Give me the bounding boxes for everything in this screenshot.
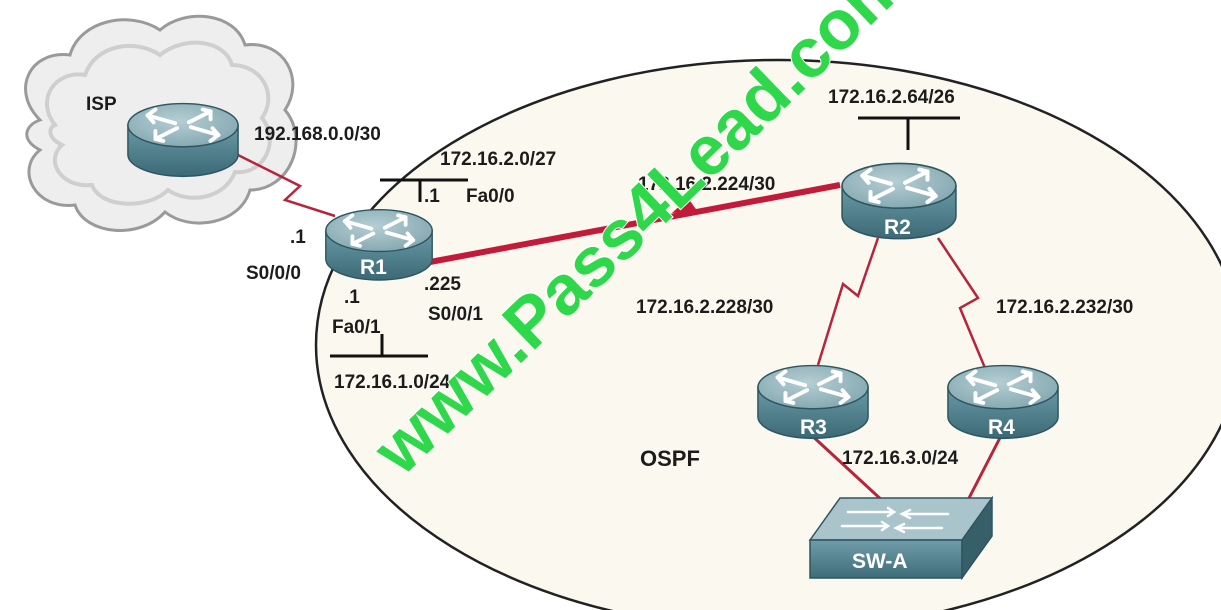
sw-a-device-label: SW-A	[852, 550, 908, 573]
r3-sw-link	[806, 430, 887, 505]
r1-fa01-label: Fa0/1	[332, 317, 381, 338]
isp-label: ISP	[86, 94, 117, 115]
r4-device-label: R4	[988, 416, 1015, 439]
links	[227, 148, 1005, 505]
r2-lan-label: 172.16.2.64/26	[828, 87, 955, 108]
r1-fa00-ip-label: .1	[424, 186, 440, 207]
r1-s001-ip-label: .225	[424, 274, 461, 295]
r2-r4-serial-link	[936, 237, 987, 369]
r1-s000-ip-label: .1	[290, 227, 306, 248]
router-r3: R3	[758, 366, 868, 439]
r2-device-label: R2	[884, 216, 911, 239]
r1-r2-link-label: 172.16.2.224/30	[638, 174, 775, 195]
lan-segments	[330, 116, 960, 358]
ospf-area	[314, 58, 1221, 610]
ospf-label: OSPF	[640, 446, 700, 471]
switch-sw-a: SW-A	[808, 495, 994, 581]
r1-lan0-label: 172.16.2.0/27	[440, 149, 556, 170]
r1-device-label: R1	[360, 256, 387, 279]
r2-r4-link-label: 172.16.2.232/30	[996, 297, 1133, 318]
router-r1: R1	[326, 210, 432, 280]
router-r2: R2	[842, 163, 956, 239]
r1-fa00-label: Fa0/0	[466, 186, 515, 207]
r2-r3-serial-link	[816, 237, 880, 366]
r1-fa01-ip-label: .1	[344, 287, 360, 308]
r3-device-label: R3	[800, 416, 827, 439]
r1-s000-label: S0/0/0	[246, 263, 301, 284]
isp-r1-serial-link	[227, 148, 336, 218]
isp-link-label: 192.168.0.0/30	[254, 124, 381, 145]
r2-r3-link-label: 172.16.2.228/30	[636, 297, 773, 318]
r1-lan1-label: 172.16.1.0/24	[334, 372, 451, 393]
r1-r2-link	[429, 182, 841, 265]
r4-sw-link	[966, 431, 1005, 501]
r1-s001-label: S0/0/1	[428, 304, 483, 325]
router-isp	[128, 104, 238, 177]
sw-lan-label: 172.16.3.0/24	[842, 448, 959, 469]
labels: ISP 192.168.0.0/30 172.16.2.0/27 .1 Fa0/…	[86, 87, 1133, 471]
router-r4: R4	[948, 366, 1058, 439]
